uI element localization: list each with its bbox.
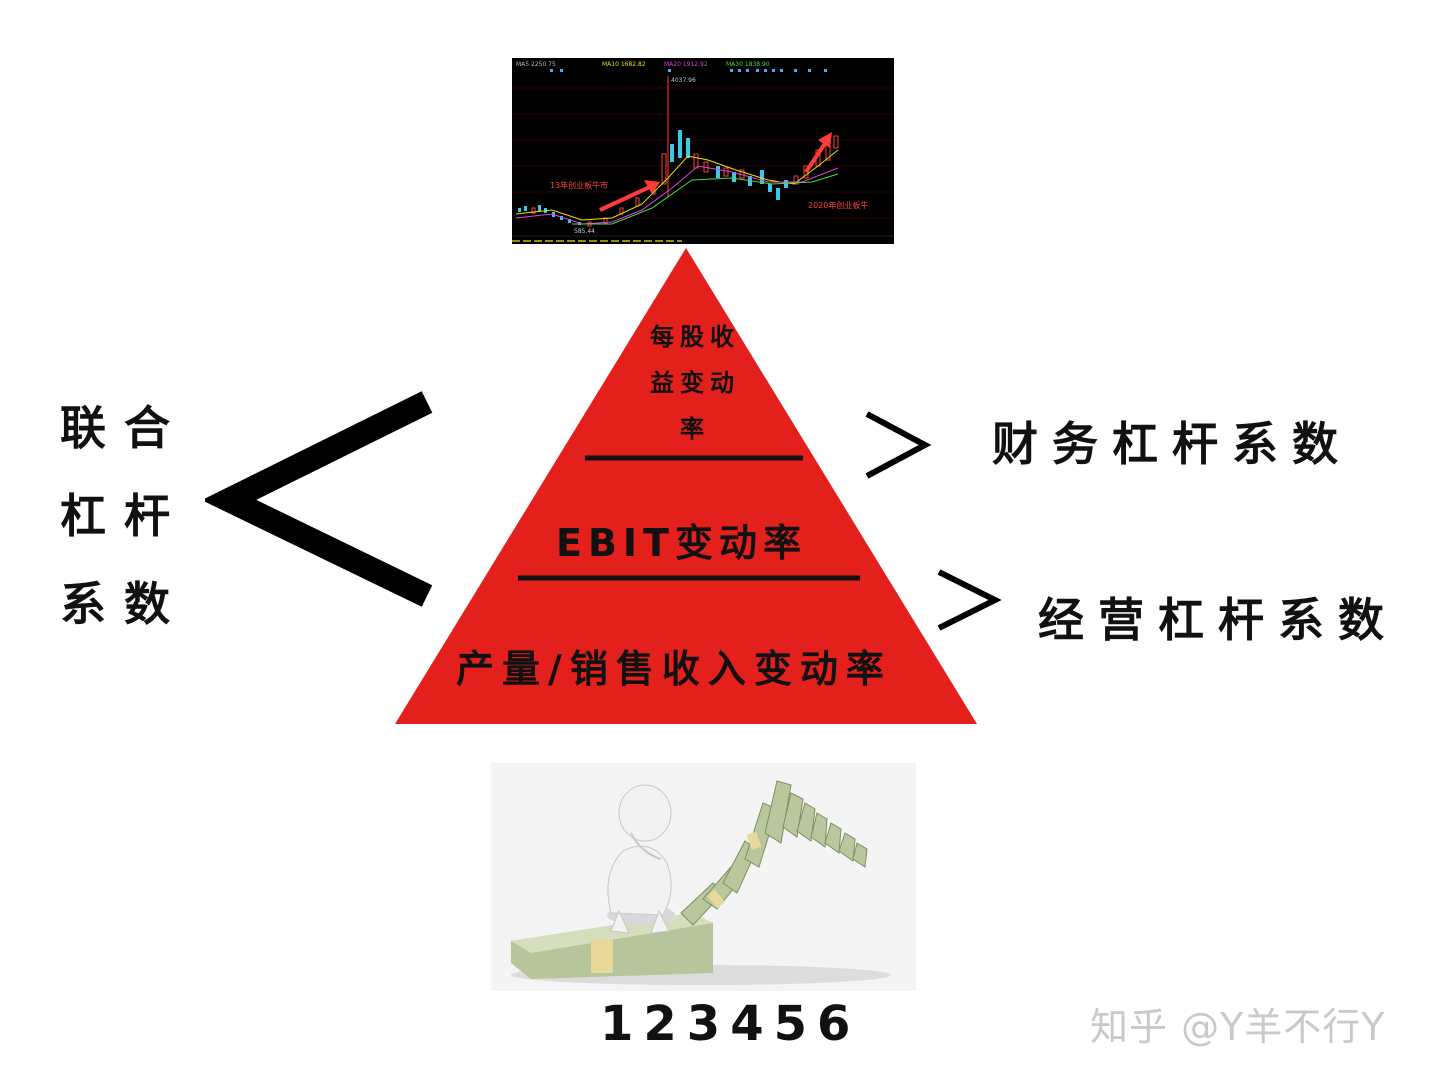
ebit-change-rate-label: EBIT变动率: [556, 521, 807, 565]
chart-header-ma30: MA30 1838.90: [726, 61, 770, 68]
chart-header-ma10: MA10 1682.82: [602, 61, 646, 68]
chart-peak-label: 4037.96: [671, 77, 696, 84]
sales-change-rate-label: 产量/销售收入变动率: [456, 647, 892, 691]
financial-leverage-label: 财务杠杆系数: [992, 417, 1352, 471]
chart-low-label: 585.44: [574, 228, 595, 235]
zhihu-watermark: 知乎 @Y羊不行Y: [1090, 1005, 1386, 1049]
chart-header-ma5: MA5 2250.75: [516, 61, 556, 68]
stock-chart-image: MA5 2250.75 MA10 1682.82 MA20 1912.92 MA…: [512, 58, 894, 244]
money-domino-illustration: [491, 763, 916, 991]
greater-than-symbol-financial: [863, 408, 935, 482]
greater-than-symbol-operating: [935, 566, 1005, 636]
pyramid-triangle: [395, 248, 977, 724]
operating-leverage-label: 经营杠杆系数: [1038, 593, 1398, 647]
chart-header-ma20: MA20 1912.92: [664, 61, 708, 68]
less-than-symbol: [201, 388, 440, 610]
pyramid: [395, 248, 977, 724]
combined-leverage-label: 联合杠杆系数: [60, 401, 188, 631]
eps-change-rate-label: 每股收益变动率: [650, 323, 740, 443]
page-number: 123456: [600, 996, 861, 1052]
chart-annotation-2020: 2020年创业板牛: [808, 200, 868, 210]
chart-annotation-2013: 13年创业板牛市: [550, 180, 608, 190]
